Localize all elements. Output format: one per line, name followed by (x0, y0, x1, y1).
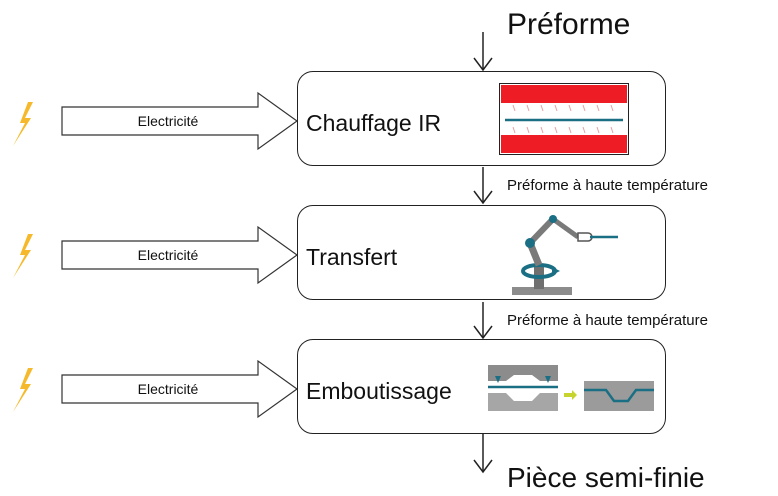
energy-arrow-3 (61, 359, 299, 419)
stage-chauffage-ir: Chauffage IR (297, 71, 666, 166)
stage-label: Emboutissage (306, 378, 452, 404)
lightning-bolt-icon (13, 368, 33, 412)
stage-emboutissage: Emboutissage (297, 339, 666, 434)
energy-label-2: Electricité (137, 247, 199, 263)
energy-label-1: Electricité (137, 113, 199, 129)
stage-transfert: Transfert (297, 205, 666, 300)
lightning-bolt-icon (13, 102, 33, 146)
connector-arrow-1 (473, 167, 493, 205)
robot-arm-icon (512, 215, 618, 295)
stamping-die-icon (488, 365, 654, 411)
intermediate-label-1: Préforme à haute température (507, 177, 708, 194)
output-arrow (473, 434, 493, 474)
intermediate-label-2: Préforme à haute température (507, 312, 708, 329)
infrared-oven-icon (499, 83, 629, 155)
energy-arrow-2 (61, 225, 299, 285)
input-arrow (473, 32, 493, 72)
stage-label: Transfert (306, 244, 398, 270)
energy-label-3: Electricité (137, 381, 199, 397)
energy-arrow-1 (61, 91, 299, 151)
lightning-bolt-icon (13, 234, 33, 278)
output-title: Pièce semi-finie (507, 462, 705, 493)
stage-label: Chauffage IR (306, 110, 442, 136)
input-title: Préforme (507, 8, 631, 41)
connector-arrow-2 (473, 302, 493, 340)
